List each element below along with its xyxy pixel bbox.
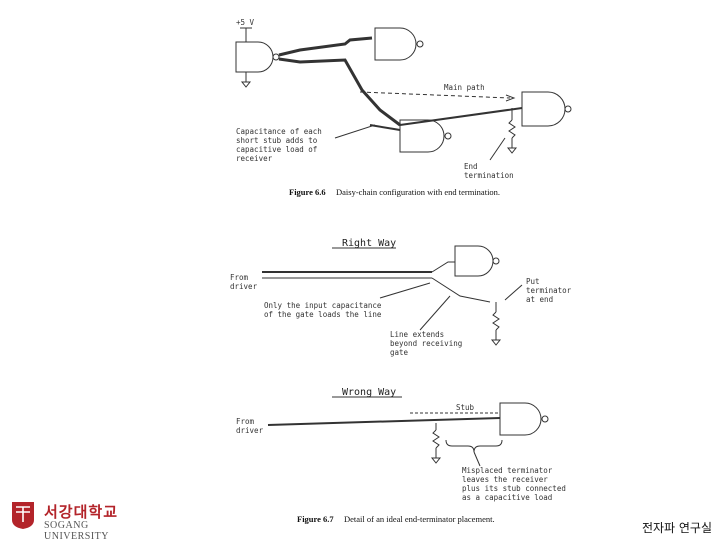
end-term-pointer: [489, 137, 506, 161]
trace-lower: [278, 57, 401, 127]
rw-line-extends-pointer: [419, 295, 451, 331]
ww-from-driver: From driver: [236, 417, 264, 435]
rw-ground-icon: [490, 339, 502, 346]
university-name-en: SOGANG UNIVERSITY: [44, 520, 109, 542]
svg-text:gate: gate: [390, 348, 409, 357]
main-path-arrow: [359, 91, 511, 99]
ww-receiver-gate: [499, 402, 542, 436]
svg-text:Only the input capacitance: Only the input capacitance: [264, 301, 382, 310]
svg-text:at end: at end: [526, 295, 553, 304]
wrong-way-heading: Wrong Way: [342, 387, 396, 398]
trace-end: [399, 107, 523, 126]
svg-text:receiver: receiver: [236, 154, 273, 163]
university-logo: 서강대학교 SOGANG UNIVERSITY: [10, 500, 150, 542]
main-path-arrowhead: [505, 94, 516, 102]
ww-stub-label: Stub: [456, 403, 475, 412]
term-ground-icon: [506, 147, 518, 154]
university-name-kr: 서강대학교: [44, 503, 119, 521]
figure-6-6: +5 V Main path: [235, 18, 572, 161]
rw-from-driver: From driver: [230, 273, 258, 291]
fig66-caption-num: Figure 6.6: [289, 187, 326, 197]
rw-only-input-pointer: [379, 282, 431, 299]
receiver-bubble-3: [564, 105, 572, 113]
svg-text:Put: Put: [526, 277, 540, 286]
stub-note-pointer: [334, 124, 376, 139]
svg-text:driver: driver: [236, 426, 264, 435]
svg-text:capacitive load of: capacitive load of: [236, 145, 317, 154]
rw-receiver-bubble: [492, 257, 500, 265]
fig66-caption-text: Daisy-chain configuration with end termi…: [336, 187, 500, 197]
svg-text:leaves the receiver: leaves the receiver: [462, 475, 548, 484]
svg-text:From: From: [230, 273, 249, 282]
ground-icon: [240, 81, 252, 88]
lab-name: 전자파 연구실: [641, 521, 712, 535]
svg-text:of the gate loads the line: of the gate loads the line: [264, 310, 382, 319]
university-seal-icon: [12, 502, 34, 529]
svg-text:beyond receiving: beyond receiving: [390, 339, 462, 348]
ww-term-resistor: [432, 429, 440, 449]
rw-line-extends: Line extends beyond receiving gate: [390, 330, 462, 357]
ww-brace: [445, 439, 503, 453]
supply-label: +5 V: [236, 18, 255, 27]
driver-bubble: [272, 53, 280, 61]
svg-text:From: From: [236, 417, 255, 426]
svg-text:driver: driver: [230, 282, 258, 291]
right-way-heading: Right Way: [342, 238, 396, 249]
fig66-end-term-label: End termination: [464, 162, 514, 180]
ww-misplaced: Misplaced terminator leaves the receiver…: [462, 466, 566, 502]
svg-text:termination: termination: [464, 171, 514, 180]
trace-dash: [299, 43, 346, 51]
rw-receiver-gate: [454, 245, 494, 277]
receiver-gate-1: [374, 27, 417, 61]
receiver-gate-3: [521, 91, 566, 127]
rw-put-term-pointer: [504, 284, 523, 301]
svg-text:terminator: terminator: [526, 286, 572, 295]
svg-text:End: End: [464, 162, 478, 171]
fig67-caption-num: Figure 6.7: [297, 514, 334, 524]
ww-receiver-bubble: [541, 415, 549, 423]
ww-misplaced-pointer: [473, 451, 481, 467]
right-way-drawing: [262, 245, 523, 346]
rw-put-term: Put terminator at end: [526, 277, 572, 304]
rw-branch-down: [431, 277, 491, 303]
svg-text:Line extends: Line extends: [390, 330, 444, 339]
stub-2: [369, 124, 401, 131]
ww-trace: [267, 417, 501, 426]
rw-term-resistor: [492, 311, 500, 331]
receiver-bubble-1: [416, 40, 424, 48]
svg-text:Misplaced terminator: Misplaced terminator: [462, 466, 553, 475]
fig67-caption-text: Detail of an ideal end-terminator placem…: [344, 514, 495, 524]
svg-text:plus its stub connected: plus its stub connected: [462, 484, 566, 493]
main-path-label: Main path: [444, 83, 485, 92]
ww-ground-icon: [430, 457, 442, 464]
rw-only-input: Only the input capacitance of the gate l…: [264, 301, 382, 319]
driver-gate: [235, 41, 274, 73]
rw-branch-up: [431, 261, 455, 273]
svg-text:Capacitance of each: Capacitance of each: [236, 127, 322, 136]
receiver-bubble-2: [444, 132, 452, 140]
wrong-way-drawing: [267, 402, 549, 467]
svg-text:as a capacitive load: as a capacitive load: [462, 493, 552, 502]
term-resistor: [508, 119, 516, 139]
svg-text:short stub adds to: short stub adds to: [236, 136, 318, 145]
fig66-stub-note: Capacitance of each short stub adds to c…: [236, 127, 322, 163]
